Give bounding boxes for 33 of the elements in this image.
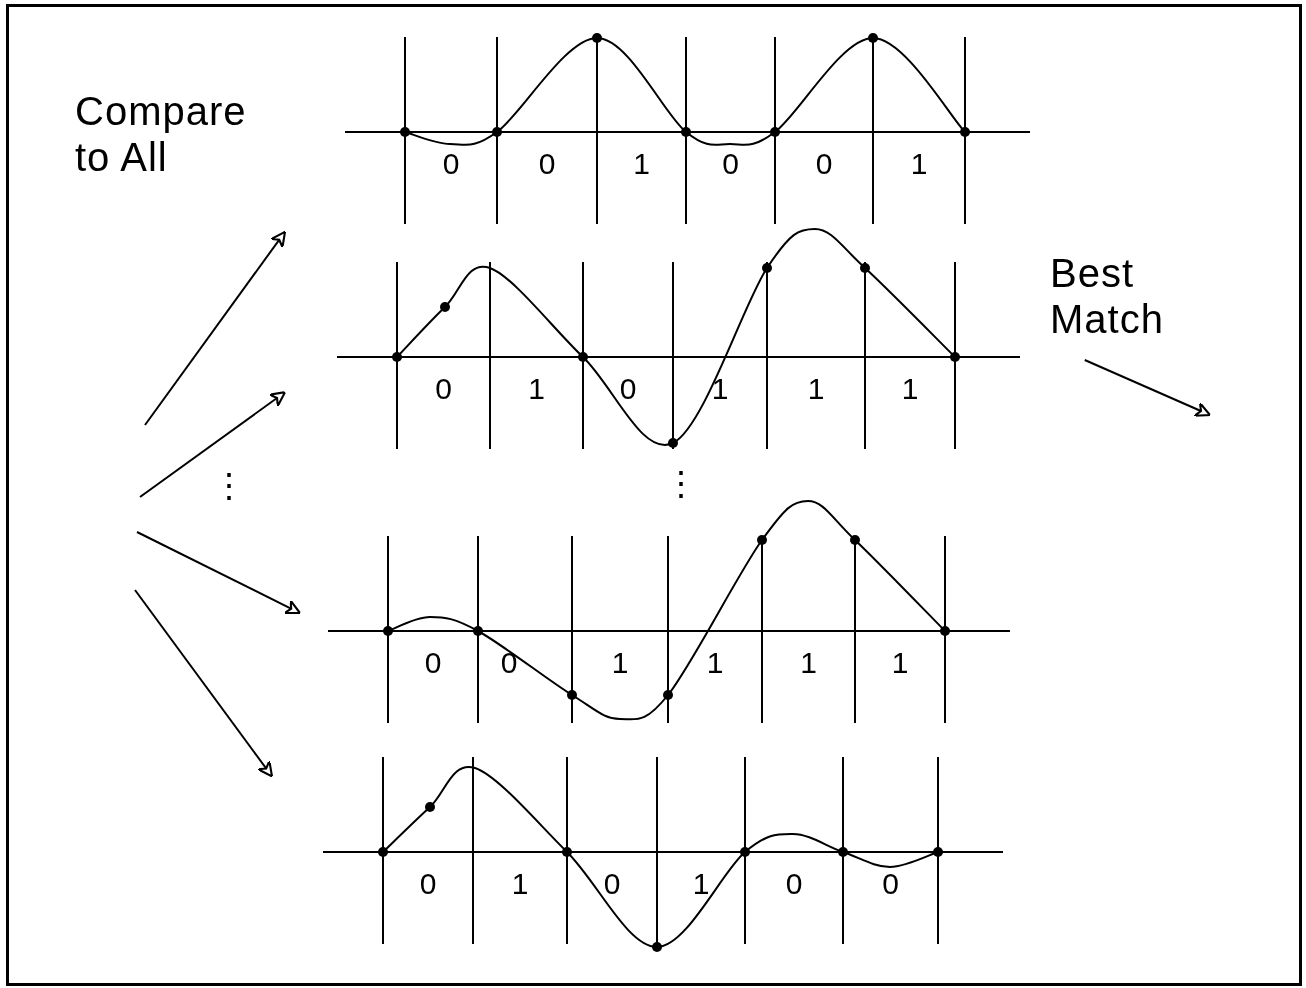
bit-label: 1 bbox=[901, 372, 919, 406]
caption-text: Compare to All bbox=[75, 88, 248, 180]
bit-label: 0 bbox=[419, 867, 437, 901]
bit-label: 0 bbox=[785, 867, 803, 901]
bit-label: 1 bbox=[528, 372, 545, 406]
bit-label: 1 bbox=[910, 147, 928, 181]
bit-label: 0 bbox=[815, 147, 833, 181]
bit-label: 0 bbox=[442, 147, 460, 181]
bit-label: 1 bbox=[692, 867, 710, 901]
bit-label: 0 bbox=[722, 147, 739, 181]
bit-label: 1 bbox=[891, 646, 909, 680]
arrow bbox=[136, 531, 302, 615]
bit-label: 0 bbox=[538, 147, 556, 181]
ellipsis-mark: ⋮ bbox=[212, 465, 232, 506]
arrow bbox=[139, 391, 287, 498]
bit-label: 0 bbox=[882, 867, 899, 901]
bit-label: 1 bbox=[611, 646, 629, 680]
arrow bbox=[144, 230, 287, 426]
bit-label: 1 bbox=[807, 372, 825, 406]
ellipsis-mark: ⋮ bbox=[664, 463, 684, 504]
bit-label: 0 bbox=[603, 867, 621, 901]
bit-label: 1 bbox=[511, 867, 529, 901]
bit-label: 1 bbox=[711, 372, 729, 406]
bit-label: 1 bbox=[800, 646, 817, 680]
bit-label: 1 bbox=[633, 147, 650, 181]
bit-label: 0 bbox=[500, 646, 518, 680]
bit-label: 1 bbox=[706, 646, 724, 680]
bit-label: 0 bbox=[619, 372, 637, 406]
best-match-text: Best Match bbox=[1050, 250, 1165, 342]
bit-label: 0 bbox=[435, 372, 452, 406]
bit-label: 0 bbox=[424, 646, 442, 680]
arrow bbox=[134, 589, 274, 778]
arrow bbox=[1083, 359, 1212, 417]
